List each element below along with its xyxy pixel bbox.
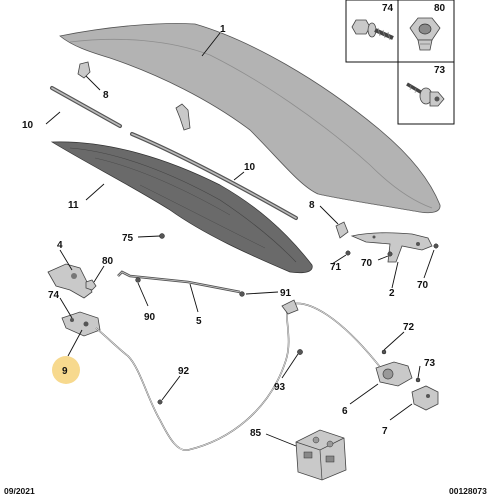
callout-9: 9 (62, 366, 68, 377)
callout-6: 6 (342, 406, 348, 417)
clip-8-right (335, 221, 349, 239)
clip-75 (159, 233, 165, 239)
callout-72: 72 (403, 322, 415, 333)
callout-70-right: 70 (417, 280, 429, 291)
insulation-pad (50, 141, 313, 274)
clip-91 (239, 291, 245, 297)
nut-80 (85, 279, 97, 291)
inset-label-73: 73 (434, 65, 446, 76)
clip-73 (415, 377, 421, 383)
leader-lines (45, 32, 435, 447)
seal-strip-right (130, 132, 298, 220)
nut-80-icon (409, 17, 441, 51)
highlight-marker (52, 356, 80, 384)
callout-93: 93 (274, 382, 286, 393)
callout-74: 74 (48, 290, 60, 301)
hinge (350, 232, 433, 263)
inset-box-80: 80 (397, 0, 455, 63)
callout-91: 91 (280, 288, 292, 299)
inset-label-80: 80 (434, 3, 446, 14)
callout-5: 5 (196, 316, 202, 327)
release-lever (411, 385, 439, 411)
callout-1: 1 (220, 24, 226, 35)
callout-85: 85 (250, 428, 262, 439)
callout-labels: 1 8 10 10 11 75 8 71 70 70 2 4 80 74 90 … (22, 24, 436, 439)
clip-8-top (77, 61, 91, 79)
callout-90: 90 (144, 312, 156, 323)
release-handle (375, 361, 413, 387)
reference-number: 00128073 (449, 486, 487, 496)
callout-75: 75 (122, 233, 134, 244)
screw-74-icon (351, 19, 394, 41)
callout-70-mid: 70 (361, 258, 373, 269)
clip-90 (135, 277, 141, 283)
clip-70-right (433, 243, 439, 249)
seal-strip-left (50, 86, 122, 128)
inset-box-74: 74 (345, 0, 399, 63)
release-cable (95, 299, 385, 451)
callout-71: 71 (330, 262, 342, 273)
clip-70-mid (387, 251, 393, 257)
callout-80: 80 (102, 256, 114, 267)
inset-box-73: 73 (397, 61, 455, 125)
callout-8-top: 8 (103, 90, 109, 101)
stay-rod (117, 270, 241, 294)
callout-7: 7 (382, 426, 388, 437)
callout-73: 73 (424, 358, 436, 369)
callout-11: 11 (68, 200, 79, 211)
callout-10-right: 10 (244, 162, 256, 173)
inset-label-74: 74 (382, 3, 394, 14)
callout-10-left: 10 (22, 120, 34, 131)
clip-71 (345, 250, 351, 256)
callout-92: 92 (178, 366, 190, 377)
callout-4: 4 (57, 240, 63, 251)
clip-92 (157, 399, 163, 405)
date-code: 09/2021 (4, 486, 35, 496)
bonnet-panel (59, 23, 441, 214)
bolt-73-icon (406, 82, 445, 107)
callout-8-right: 8 (309, 200, 315, 211)
clip-93 (297, 349, 303, 355)
clip-72 (381, 349, 387, 355)
module-85 (295, 429, 347, 481)
callout-2: 2 (389, 288, 395, 299)
